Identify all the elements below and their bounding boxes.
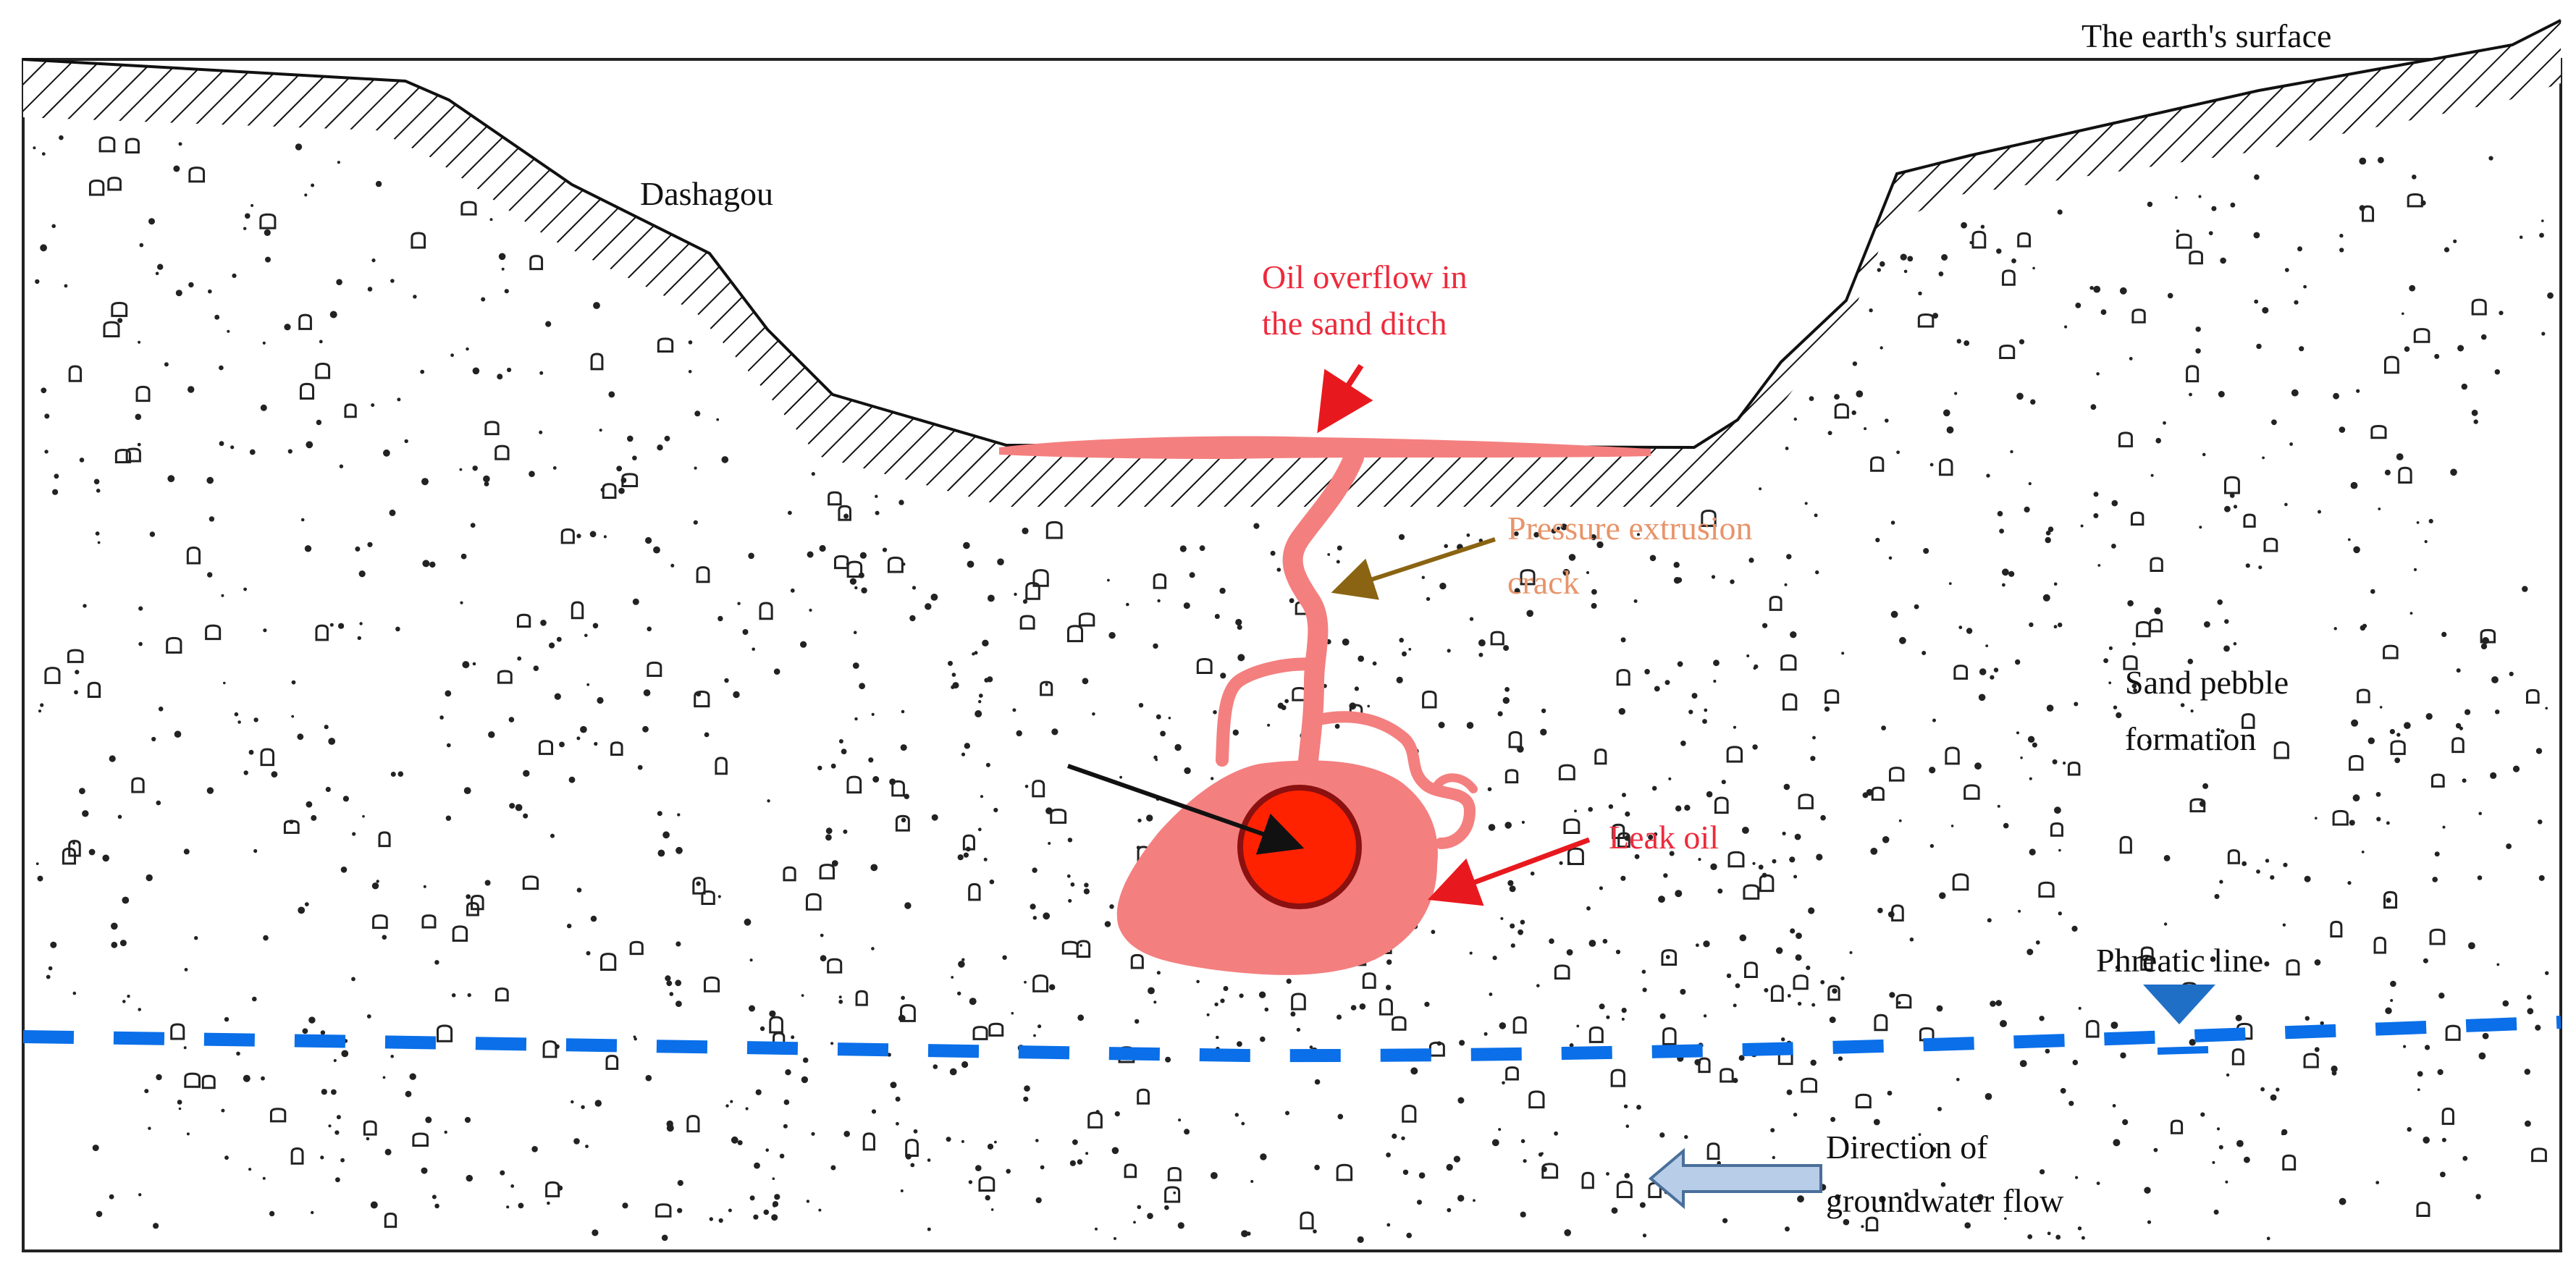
phreatic-marker-icon xyxy=(2143,985,2215,1024)
groundwater-label-line1: Direction of xyxy=(1826,1129,1988,1166)
oil-overflow-label-line1: Oil overflow in xyxy=(1262,258,1468,295)
crack-pointer-arrow xyxy=(1331,537,1496,600)
pressure-crack-label-line2: crack xyxy=(1507,564,1580,601)
dashagou-label: Dashagou xyxy=(640,175,773,212)
earth-surface-label: The earth's surface xyxy=(2082,17,2331,54)
sand-pebble-label-line2: formation xyxy=(2125,720,2256,757)
pressure-extrusion-crack xyxy=(1216,447,1478,849)
pipe-pointer-arrow xyxy=(1067,764,1305,855)
pressure-crack-label-line1: Pressure extrusion xyxy=(1507,510,1753,547)
oil-overflow-label-line2: the sand ditch xyxy=(1262,305,1447,342)
oil-overflow-pool xyxy=(999,436,1651,459)
sand-pebble-label-line1: Sand pebble xyxy=(2125,664,2289,701)
phreatic-line-label: Phreatic line xyxy=(2096,942,2263,979)
leak-oil-pointer-arrow xyxy=(1427,837,1591,906)
phreatic-tick xyxy=(2157,1046,2209,1055)
leak-oil-label: Leak oil xyxy=(1609,819,1719,856)
earth-surface-layer xyxy=(22,19,2562,507)
groundwater-label-line2: groundwater flow xyxy=(1826,1182,2064,1219)
groundwater-flow-arrow-icon xyxy=(1648,1147,1822,1210)
phreatic-water-line xyxy=(22,1016,2562,1063)
overflow-pointer-arrow xyxy=(1317,363,1373,434)
oil-pipe xyxy=(1237,785,1362,909)
